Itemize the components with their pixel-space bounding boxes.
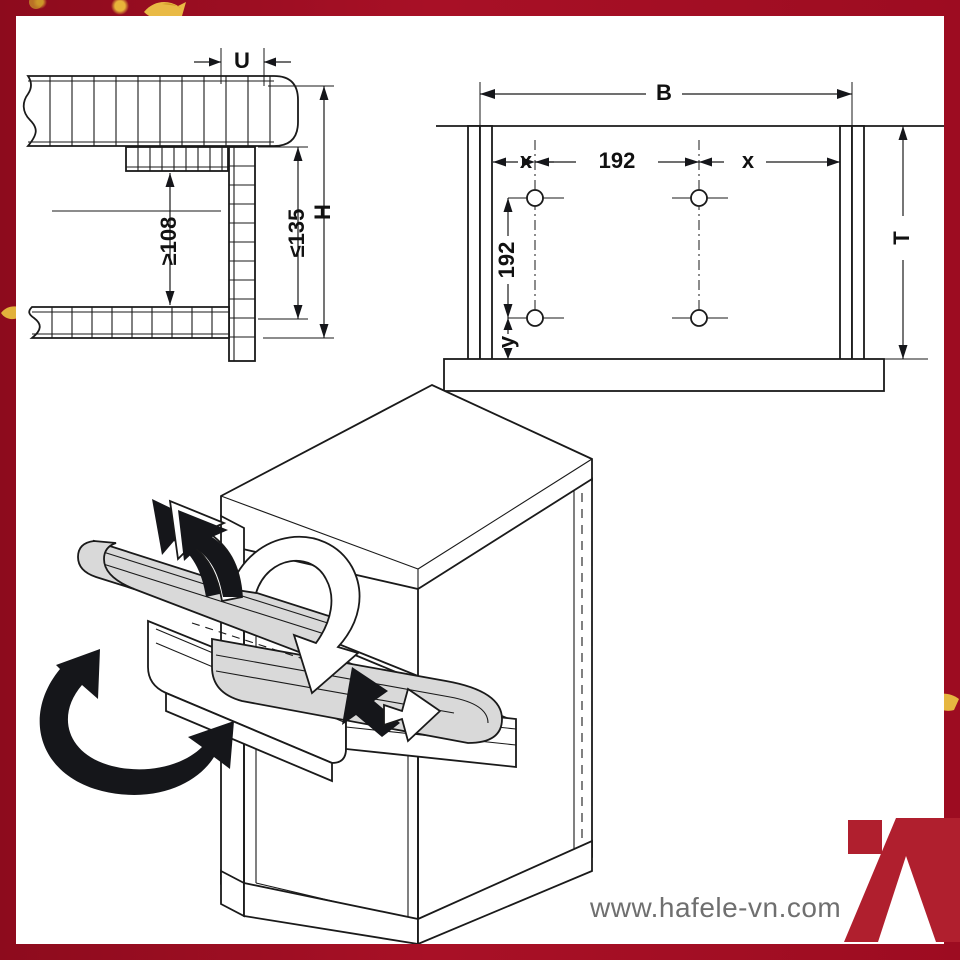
side-inner-shelf (125, 146, 229, 172)
hole-top-right (672, 189, 728, 207)
dimension-H: H (263, 85, 335, 339)
dimension-U: U (194, 48, 291, 86)
fold-arrow (152, 499, 361, 695)
dimension-max135: ≤135 (258, 146, 309, 320)
dimension-T: T (864, 125, 928, 360)
dimension-192-horizontal: 192 (535, 148, 699, 173)
dimension-B: B (479, 80, 853, 128)
label-max135: ≤135 (284, 209, 309, 258)
label-x-right: x (742, 148, 755, 173)
label-B: B (656, 80, 672, 105)
label-192-vertical: 192 (494, 242, 519, 279)
drawing-canvas: U H ≤135 ≥108 (16, 16, 944, 944)
push-in-arrow (383, 687, 442, 743)
dimension-min108: ≥108 (52, 173, 221, 305)
side-top-panel (22, 75, 299, 147)
swivel-arrow (39, 649, 234, 795)
hafele-a-logo (844, 818, 960, 942)
hole-bottom-left (508, 309, 564, 327)
cabinet-carcase (220, 383, 593, 944)
dimension-x-right: x (699, 148, 840, 173)
watermark-url: www.hafele-vn.com (590, 892, 842, 923)
ribbon-top-far-left (29, 0, 43, 9)
label-H: H (310, 204, 335, 220)
side-section-view: U H ≤135 ≥108 (22, 48, 335, 362)
label-min108: ≥108 (156, 217, 181, 266)
front-hole-centrelines (534, 140, 700, 316)
label-192-horizontal: 192 (599, 148, 636, 173)
label-U: U (234, 48, 250, 73)
label-y: y (494, 335, 519, 348)
front-section-view: B x 192 x (436, 80, 944, 392)
hole-bottom-right (672, 309, 728, 327)
fold-hinge-line (191, 622, 317, 664)
side-bottom-panel (28, 306, 230, 339)
hole-top-left (508, 189, 564, 207)
dimension-192-vertical: 192 (494, 198, 519, 318)
label-x-left: x (520, 148, 533, 173)
label-T: T (889, 231, 914, 245)
front-cabinet-body (436, 125, 944, 392)
isometric-cabinet-with-pullout-ironing-board (39, 383, 593, 944)
front-mounting-holes (508, 189, 728, 327)
side-front-panel (228, 146, 256, 362)
dimension-y: y (494, 318, 519, 359)
